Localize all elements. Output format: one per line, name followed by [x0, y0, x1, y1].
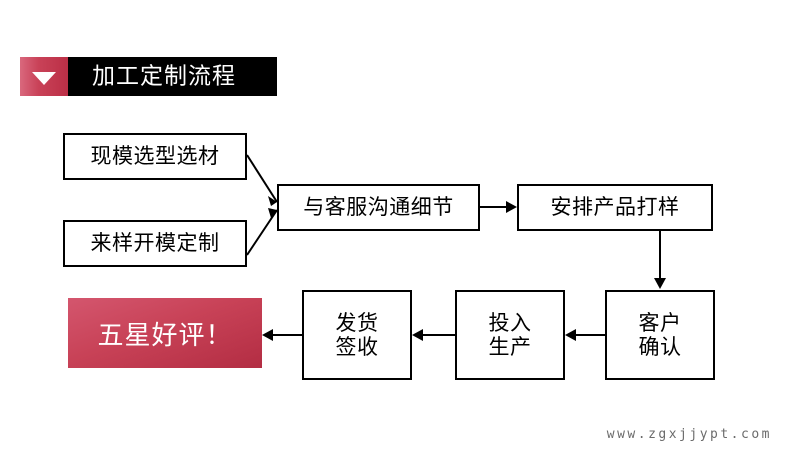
edge-confirm-to-production-line	[576, 334, 605, 336]
page-title: 加工定制流程	[92, 63, 236, 89]
header-marker	[20, 57, 68, 96]
edge-confirm-to-production-arrowhead	[565, 329, 576, 341]
flow-node-label: 发货 签收	[335, 310, 379, 359]
edge-ship-to-review-line	[273, 334, 302, 336]
flow-node-ship-receive: 发货 签收	[302, 290, 412, 380]
edge-consult-to-sampling-arrowhead	[506, 201, 517, 213]
edge-sources-to-consult	[246, 154, 278, 256]
edge-sampling-to-confirm-line	[659, 231, 661, 279]
flow-node-label: 来样开模定制	[90, 231, 220, 256]
flow-node-source-existing-mold: 现模选型选材	[63, 133, 247, 180]
edge-production-to-ship-arrowhead	[412, 329, 423, 341]
flow-node-label: 现模选型选材	[90, 144, 220, 169]
flow-node-start-production: 投入 生产	[455, 290, 565, 380]
edge-sampling-to-confirm-arrowhead	[654, 278, 666, 289]
flow-node-label: 客户 确认	[638, 310, 682, 359]
flow-node-label: 投入 生产	[488, 310, 532, 359]
edge-ship-to-review-arrowhead	[262, 329, 273, 341]
flow-node-arrange-sampling: 安排产品打样	[517, 184, 713, 231]
flow-node-source-custom-mold: 来样开模定制	[63, 220, 247, 267]
flow-node-five-star-review: 五星好评！	[68, 298, 262, 368]
flow-node-label: 五星好评！	[97, 320, 233, 351]
flow-node-customer-confirm: 客户 确认	[605, 290, 715, 380]
header-bar: 加工定制流程	[68, 57, 277, 96]
edge-consult-to-sampling-line	[480, 206, 507, 208]
flow-node-label: 与客服沟通细节	[303, 195, 454, 220]
flow-node-consult-service: 与客服沟通细节	[277, 184, 480, 231]
triangle-down-icon	[32, 71, 56, 85]
watermark-url: www.zgxjjypt.com	[606, 427, 772, 442]
edge-production-to-ship-line	[423, 334, 455, 336]
flow-node-label: 安排产品打样	[550, 195, 680, 220]
